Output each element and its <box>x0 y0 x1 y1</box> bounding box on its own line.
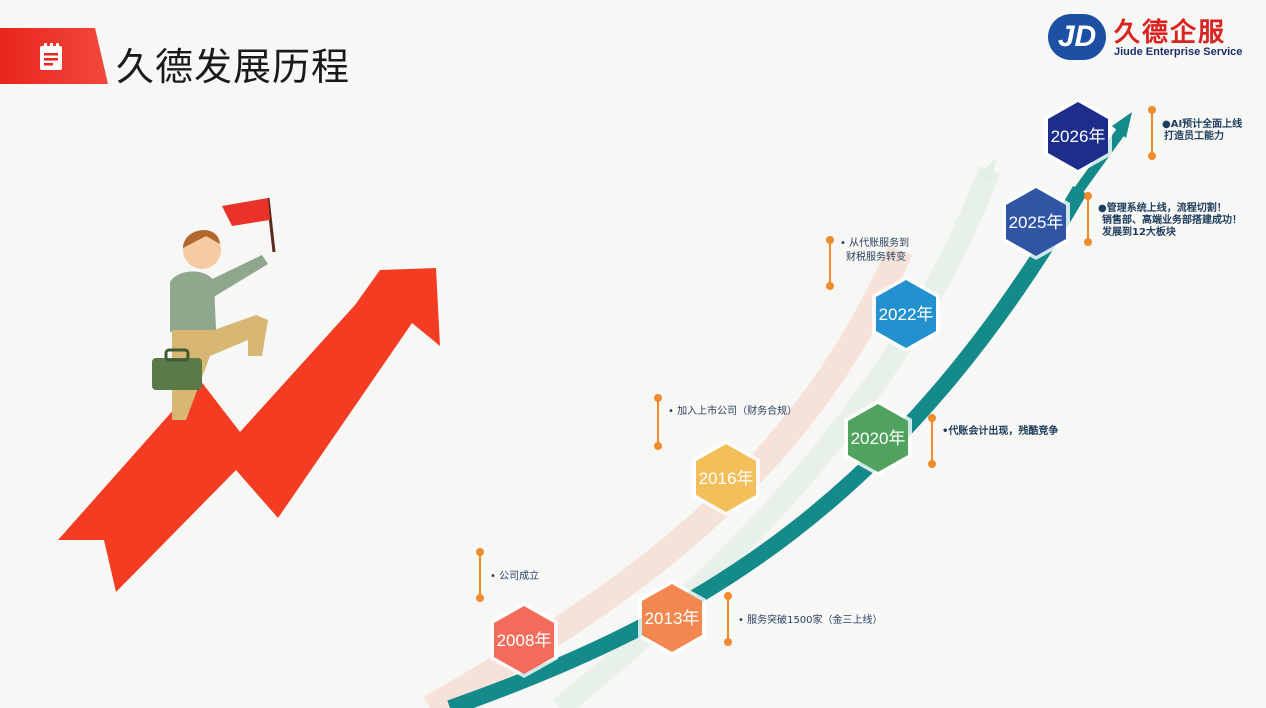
document-icon <box>40 43 62 70</box>
note-2020: •代账会计出现，残酷竞争 <box>942 426 1059 437</box>
note-2008: • 公司成立 <box>490 571 540 582</box>
person-legs <box>172 315 268 420</box>
briefcase-handle <box>164 348 190 362</box>
note-2025-line1: ●管理系统上线，流程切割！ <box>1098 203 1227 214</box>
page-title: 久德发展历程 <box>116 45 351 89</box>
milestone-2008-hex <box>490 602 558 678</box>
year-label-2022: 2022年 <box>878 305 934 324</box>
milestone-2013-hex <box>638 580 706 656</box>
note-2013: • 服务突破1500家（金三上线） <box>738 615 883 626</box>
note-2025-line3: 发展到12大板块 <box>1102 227 1176 238</box>
milestone-2016-hex <box>692 440 760 516</box>
flag-pole <box>266 197 276 253</box>
flag <box>222 198 270 226</box>
briefcase <box>152 358 202 390</box>
person-arm-up <box>206 255 268 298</box>
milestone-2020-hex <box>844 400 912 476</box>
note-connectors <box>476 106 1156 646</box>
note-2026-line2: 打造员工能力 <box>1164 131 1224 142</box>
note-2022-line1: • 从代账服务到 <box>840 238 910 249</box>
teal-arrowhead <box>1112 112 1132 138</box>
person-hair <box>183 230 220 248</box>
teal-track-tail <box>1063 127 1127 208</box>
climbing-person-illustration <box>152 197 276 420</box>
milestone-2025-hex <box>1002 184 1070 260</box>
logo-name-en: Jiude Enterprise Service <box>1114 46 1243 58</box>
year-label-2016: 2016年 <box>698 469 754 488</box>
year-label-2013: 2013年 <box>644 609 700 628</box>
note-2025-line2: 销售部、高端业务部搭建成功！ <box>1102 215 1242 226</box>
logo-mark: JD <box>1048 14 1106 60</box>
note-2022-line2: 财税服务转变 <box>846 252 906 263</box>
person-body <box>170 271 216 332</box>
note-2016: • 加入上市公司（财务合规） <box>668 406 798 417</box>
year-label-2025: 2025年 <box>1008 213 1064 232</box>
faint-arrowhead <box>978 158 996 182</box>
logo-name-cn: 久德企服 <box>1114 18 1227 48</box>
year-label-2026: 2026年 <box>1050 127 1106 146</box>
note-2026-line1: ●AI预计全面上线 <box>1162 119 1243 130</box>
teal-track <box>447 185 1087 708</box>
company-logo: JD 久德企服 Jiude Enterprise Service <box>1048 12 1253 64</box>
year-label-2008: 2008年 <box>496 631 552 650</box>
milestone-2026-hex <box>1044 98 1112 174</box>
milestone-2022-hex <box>872 276 940 352</box>
faint-curve-green <box>553 165 1001 708</box>
red-growth-arrow <box>58 268 440 592</box>
year-label-2020: 2020年 <box>850 429 906 448</box>
